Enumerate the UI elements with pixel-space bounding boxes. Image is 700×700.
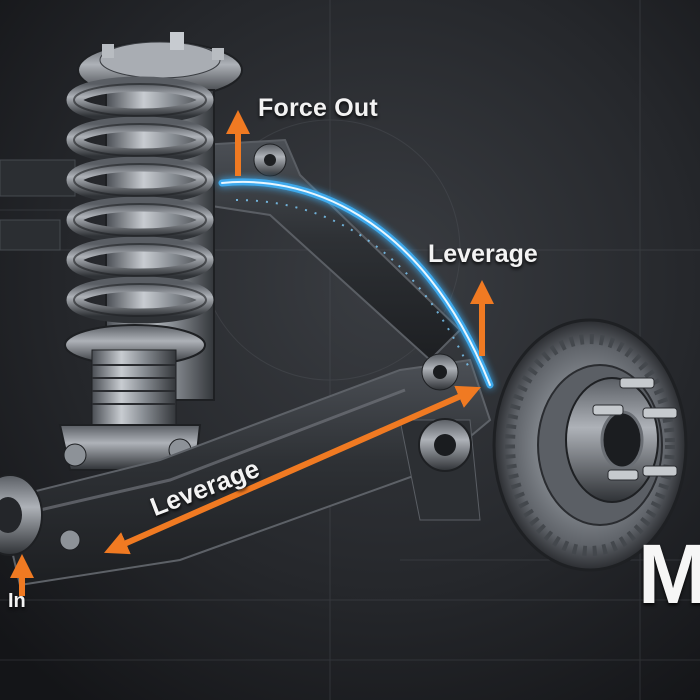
leverage-label-top: Leverage: [428, 240, 538, 268]
force-arrow-icon: [10, 110, 494, 596]
force-out-label: Force Out: [258, 94, 378, 122]
frame-bracket: [0, 159, 76, 251]
brand-mark: M: [638, 527, 700, 621]
upper-control-arm: [198, 138, 462, 362]
leverage-glow-arc: [218, 178, 494, 389]
coil-spring-icon: [58, 32, 243, 471]
brake-disc-icon: [492, 318, 688, 572]
force-in-label: In: [8, 590, 26, 612]
